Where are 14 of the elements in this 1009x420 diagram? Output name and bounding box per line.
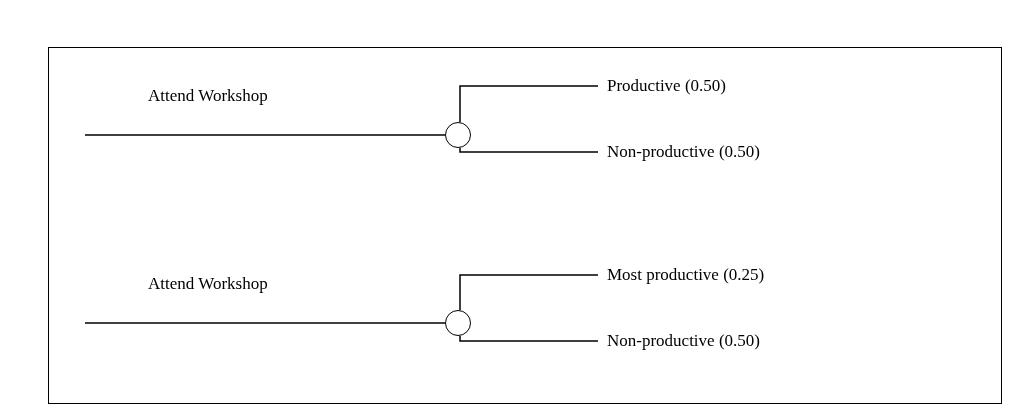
branch-line bbox=[459, 274, 599, 311]
chance-node bbox=[445, 122, 471, 148]
branch-line bbox=[459, 335, 599, 342]
chance-node bbox=[445, 310, 471, 336]
branch-line bbox=[459, 85, 599, 123]
branch-line bbox=[459, 147, 599, 153]
outcome-label: Most productive (0.25) bbox=[598, 264, 765, 286]
branch-line bbox=[84, 322, 446, 324]
outcome-label: Non-productive (0.50) bbox=[598, 330, 760, 352]
outcome-label: Non-productive (0.50) bbox=[598, 141, 760, 163]
edge-label: Attend Workshop bbox=[148, 273, 268, 295]
branch-line bbox=[84, 134, 446, 136]
edge-label: Attend Workshop bbox=[148, 85, 268, 107]
outcome-label: Productive (0.50) bbox=[598, 75, 726, 97]
